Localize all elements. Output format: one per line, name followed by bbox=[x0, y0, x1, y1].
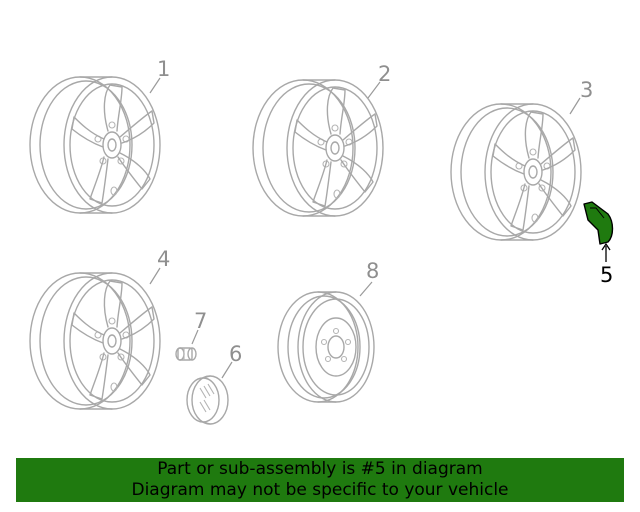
callout-4: 4 bbox=[157, 247, 170, 271]
alloy-wheel-4 bbox=[29, 272, 161, 410]
banner-line-2: Diagram may not be specific to your vehi… bbox=[131, 480, 509, 500]
callout-7: 7 bbox=[194, 309, 207, 333]
alloy-wheel-2 bbox=[252, 79, 384, 217]
callout-1: 1 bbox=[157, 57, 170, 81]
alloy-wheel-3 bbox=[450, 103, 582, 241]
callout-2: 2 bbox=[378, 62, 391, 86]
alloy-wheel-1 bbox=[29, 76, 161, 214]
banner-line-1: Part or sub-assembly is #5 in diagram bbox=[157, 459, 483, 479]
callout-3: 3 bbox=[580, 78, 593, 102]
spare-wheel-part-8 bbox=[277, 291, 375, 403]
callout-6: 6 bbox=[229, 342, 242, 366]
tpms-sensor-part-5 bbox=[583, 201, 614, 245]
callout-8: 8 bbox=[366, 259, 379, 283]
part-info-banner: Part or sub-assembly is #5 in diagram Di… bbox=[16, 458, 624, 502]
callout-5: 5 bbox=[600, 263, 613, 287]
center-cap-part-6 bbox=[186, 375, 229, 425]
lug-nut-part-7 bbox=[175, 347, 197, 361]
